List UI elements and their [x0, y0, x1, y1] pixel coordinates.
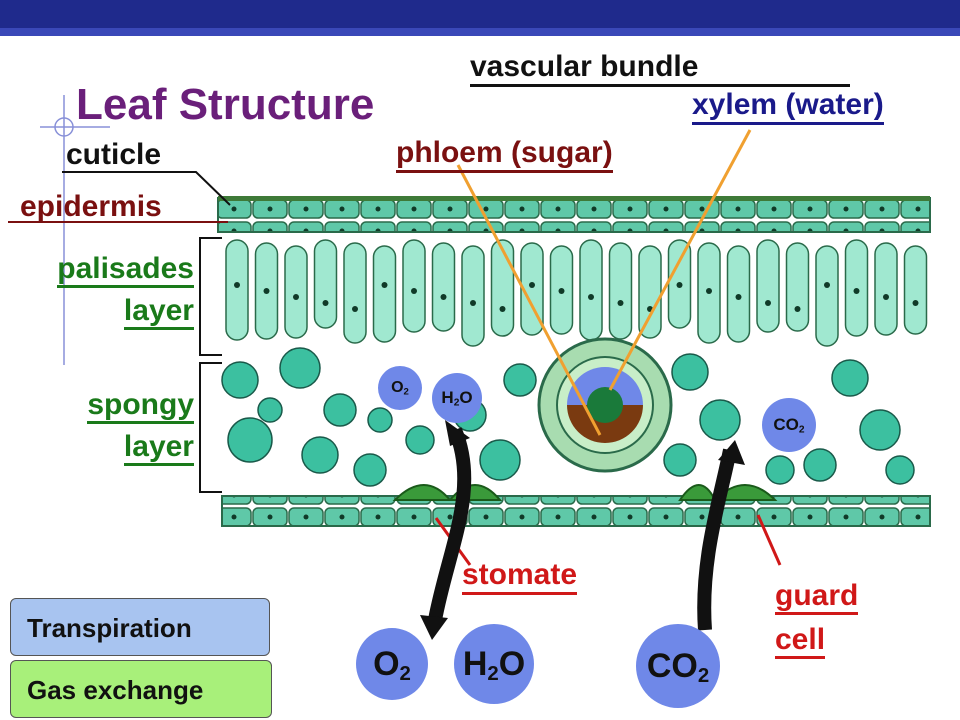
cell-nucleus	[558, 288, 565, 294]
cell-nucleus	[794, 306, 801, 312]
cell-nucleus	[912, 300, 919, 306]
spongy-cell	[367, 407, 393, 433]
spongy-cell	[323, 393, 357, 427]
palisade-cell	[284, 245, 308, 339]
cell-nucleus	[293, 294, 299, 300]
co2-big-molecule: CO2	[636, 624, 720, 708]
xylem-label: xylem (water)	[692, 88, 884, 125]
cell-nucleus	[411, 288, 417, 294]
upper-epidermis	[217, 196, 931, 233]
cell-nucleus	[322, 300, 329, 306]
guard-cell-label-line1: guard	[775, 579, 859, 615]
spongy-cell	[885, 455, 915, 485]
cell-nucleus	[499, 306, 506, 312]
gas-exchange-button[interactable]: Gas exchange	[10, 660, 272, 718]
palisade-cell	[343, 242, 367, 344]
spongy-cell	[699, 399, 741, 441]
o2-big-molecule: O2	[356, 628, 428, 700]
vascular-bundle-graphic	[537, 337, 673, 473]
spongy-cell	[353, 453, 387, 487]
h2o-small-molecule: H2O	[432, 373, 482, 423]
palisades-label-line1: palisades	[57, 252, 194, 288]
palisade-cell	[903, 245, 928, 335]
spongy-cell	[765, 455, 795, 485]
palisades-layer-label: palisades layer	[10, 252, 194, 330]
spongy-cell	[803, 448, 837, 482]
palisade-cell	[638, 245, 662, 339]
o2-small-molecule: O2	[378, 366, 422, 410]
palisade-cell	[874, 242, 898, 336]
cell-nucleus	[234, 282, 240, 288]
cell-nucleus	[853, 288, 860, 294]
palisade-cell	[372, 245, 397, 343]
spongy-cell	[479, 439, 521, 481]
palisade-cell	[579, 239, 603, 341]
spongy-label-line1: spongy	[87, 388, 194, 424]
cuticle-label: cuticle	[66, 138, 162, 171]
palisade-cell	[225, 239, 249, 341]
cell-nucleus	[352, 306, 358, 312]
palisade-cell	[490, 239, 515, 337]
cell-nucleus	[883, 294, 889, 300]
cell-nucleus	[470, 300, 476, 306]
palisade-cell	[815, 245, 839, 347]
guard-cell-label-line2: cell	[775, 623, 826, 659]
cell-nucleus	[588, 294, 594, 300]
cell-nucleus	[706, 288, 712, 294]
phloem-label: phloem (sugar)	[396, 136, 613, 173]
palisade-cell	[756, 239, 780, 333]
cell-nucleus	[765, 300, 771, 306]
palisade-cell	[461, 245, 485, 347]
guard-cell-label: guard cell	[775, 574, 859, 662]
palisades-label-line2: layer	[123, 294, 194, 330]
palisade-cell	[608, 242, 633, 340]
spongy-cell	[503, 363, 537, 397]
palisade-cell	[785, 242, 810, 332]
stomate-label: stomate	[462, 558, 578, 595]
transpiration-button[interactable]: Transpiration	[10, 598, 270, 656]
co2-small-molecule: CO2	[762, 398, 816, 452]
cell-nucleus	[617, 300, 624, 306]
spongy-cell	[257, 397, 283, 423]
spongy-cell	[663, 443, 697, 477]
palisade-cell	[520, 242, 544, 336]
spongy-cells	[221, 347, 915, 487]
cell-nucleus	[263, 288, 270, 294]
guard-cells-left	[392, 484, 503, 501]
spongy-cell	[227, 417, 273, 463]
header-bar-stripe	[0, 28, 960, 36]
crosshair-decoration	[40, 95, 110, 365]
cell-nucleus	[440, 294, 447, 300]
palisade-cells	[225, 239, 928, 347]
header-bar	[0, 0, 960, 28]
cell-nucleus	[735, 294, 742, 300]
cell-nucleus	[381, 282, 388, 288]
cell-nucleus	[824, 282, 830, 288]
vascular-bundle-label: vascular bundle	[470, 50, 850, 87]
spongy-cell	[859, 409, 901, 451]
palisade-cell	[313, 239, 338, 329]
palisade-cell	[431, 242, 456, 332]
spongy-cell	[671, 353, 709, 391]
flow-arrows	[420, 420, 745, 640]
lower-epidermis	[221, 495, 931, 527]
spongy-cell	[221, 361, 259, 399]
spongy-cell	[831, 359, 869, 397]
spongy-cell	[405, 425, 435, 455]
epidermis-label: epidermis	[20, 190, 162, 223]
spongy-cell	[279, 347, 321, 389]
palisade-cell	[402, 239, 426, 333]
label-leader-lines	[8, 171, 231, 493]
spongy-cell	[301, 436, 339, 474]
spongy-label-line2: layer	[123, 430, 194, 466]
page-title: Leaf Structure	[76, 80, 375, 129]
h2o-big-molecule: H2O	[454, 624, 534, 704]
spongy-layer-label: spongy layer	[10, 388, 194, 466]
cell-nucleus	[529, 282, 535, 288]
cell-nucleus	[676, 282, 683, 288]
